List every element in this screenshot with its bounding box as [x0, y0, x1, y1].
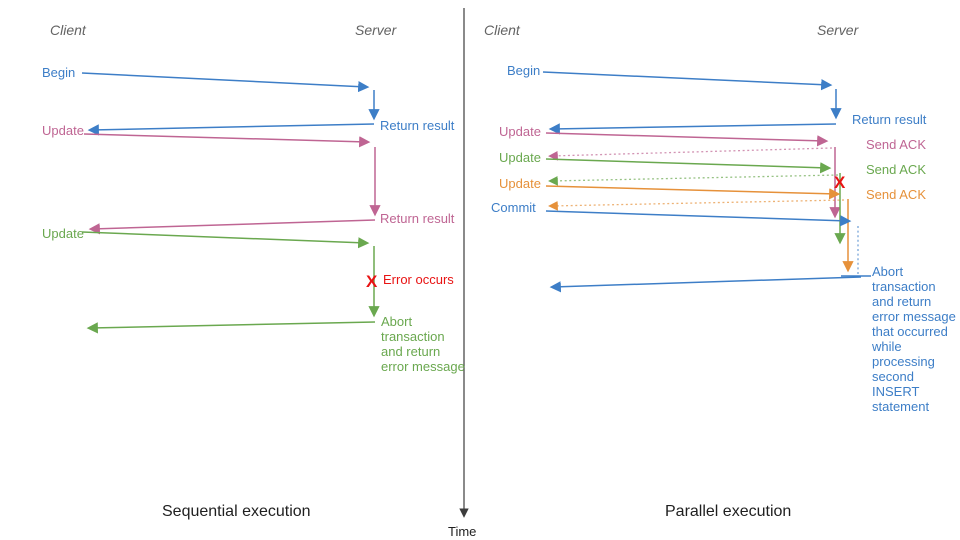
- right-update-3-label: Update: [499, 176, 541, 191]
- right-update2-flow: [545, 158, 846, 245]
- left-update-1-label: Update: [42, 123, 84, 138]
- left-error-occurs-label: Error occurs: [383, 272, 454, 287]
- right-error-x-mark: X: [834, 173, 846, 192]
- left-client-header: Client: [50, 22, 86, 38]
- left-begin-flow: [81, 72, 380, 136]
- right-client-header: Client: [484, 22, 520, 38]
- right-update-2-label: Update: [499, 150, 541, 165]
- right-panel-title: Parallel execution: [665, 503, 792, 520]
- right-abort-return-flow: [549, 275, 871, 293]
- right-update-1-label: Update: [499, 124, 541, 139]
- right-update1-flow: [545, 132, 841, 219]
- right-send-ack-2-label: Send ACK: [866, 162, 926, 177]
- right-return-result-label: Return result: [852, 112, 927, 127]
- left-update-2-label: Update: [42, 226, 84, 241]
- right-send-ack-3-label: Send ACK: [866, 187, 926, 202]
- left-server-header: Server: [355, 22, 397, 38]
- left-begin-label: Begin: [42, 65, 76, 80]
- right-commit-flow: [545, 210, 859, 274]
- right-send-ack-1-label: Send ACK: [866, 137, 926, 152]
- right-update3-flow: [545, 185, 854, 273]
- left-update1-flow: [83, 133, 381, 235]
- right-abort-label: Abort transaction and return error messa…: [872, 264, 956, 414]
- left-update2-flow: [81, 231, 380, 334]
- left-return-result-2-label: Return result: [380, 211, 455, 226]
- time-axis-label: Time: [448, 524, 477, 539]
- right-begin-label: Begin: [507, 63, 541, 78]
- left-abort-label: Abort transaction and return error messa…: [381, 314, 465, 374]
- right-commit-label: Commit: [491, 200, 536, 215]
- right-server-header: Server: [817, 22, 859, 38]
- left-return-result-1-label: Return result: [380, 118, 455, 133]
- left-panel-title: Sequential execution: [162, 503, 311, 520]
- right-begin-flow: [542, 71, 842, 135]
- left-error-x-mark: X: [366, 272, 378, 291]
